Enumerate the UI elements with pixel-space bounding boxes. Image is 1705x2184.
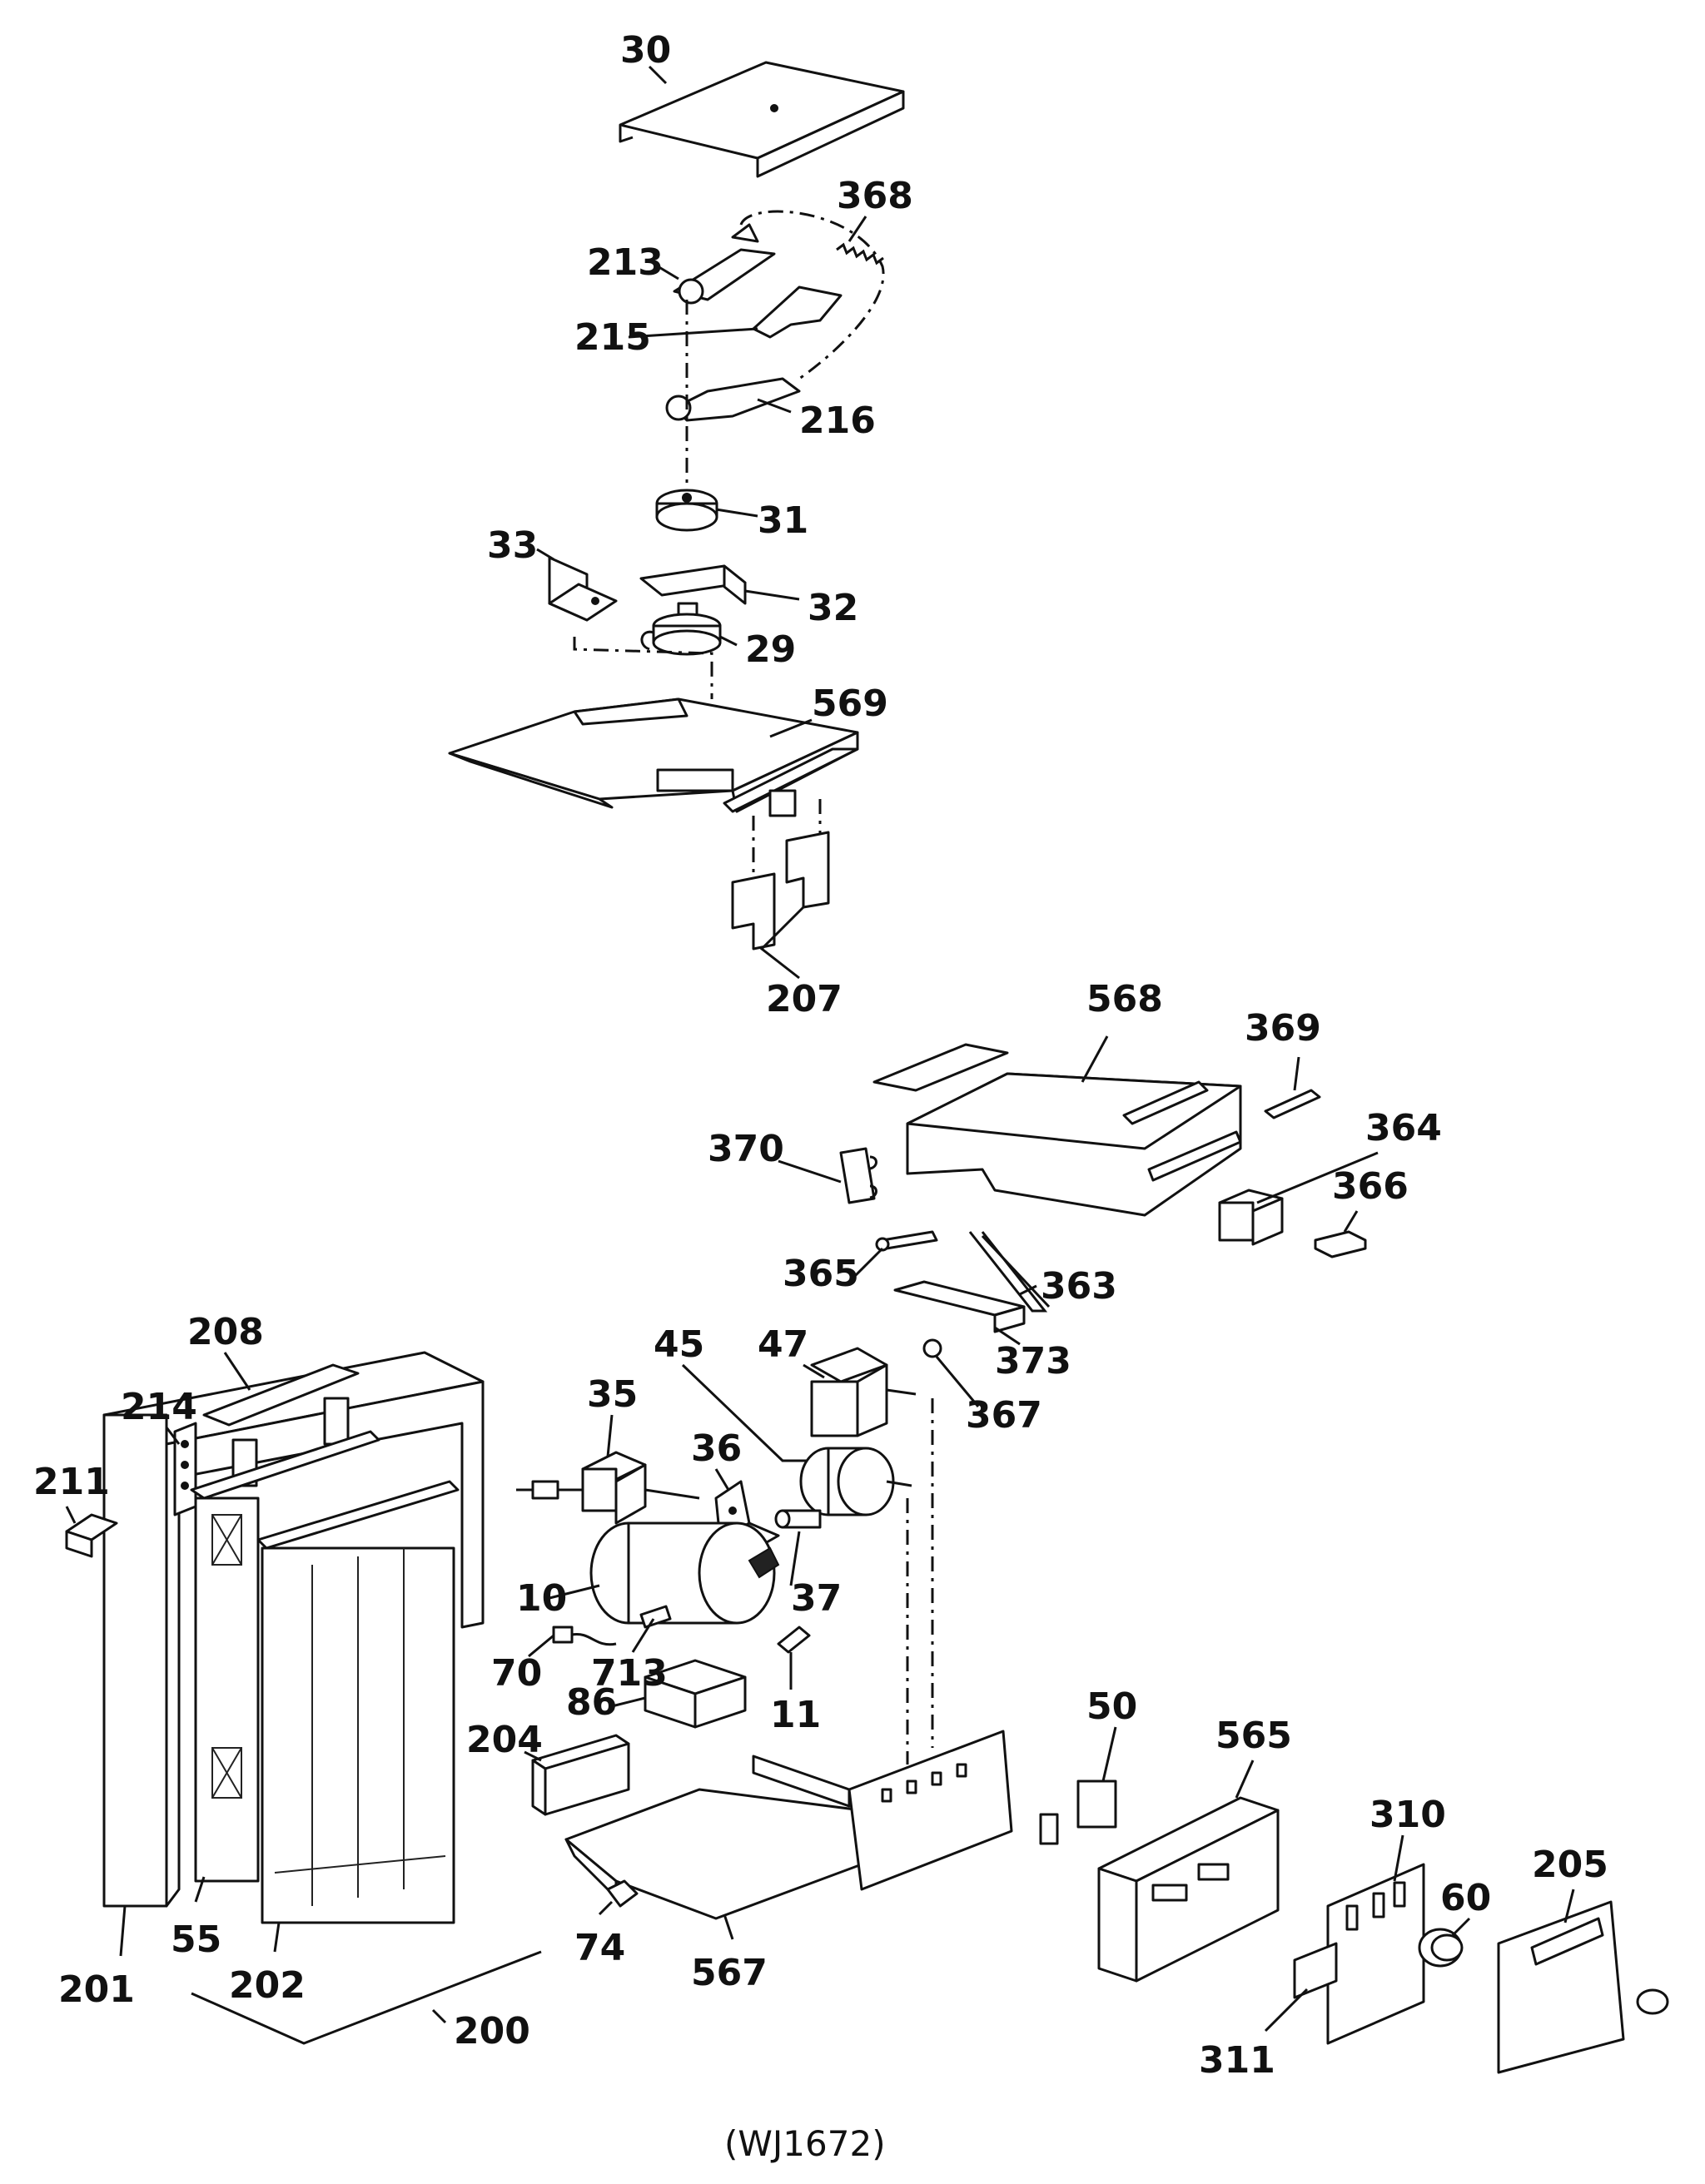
part-86-relay — [644, 1659, 747, 1729]
part-368-spring — [836, 242, 884, 266]
callout-32: 32 — [808, 587, 858, 629]
callout-567: 567 — [691, 1952, 768, 1994]
callout-leaders — [65, 65, 1575, 2033]
part-74-clip — [606, 1879, 639, 1908]
part-207-brackets — [731, 831, 830, 951]
callout-labels: 30 368 213 215 216 31 33 32 29 569 207 5… — [33, 29, 1608, 2082]
callout-74: 74 — [574, 1927, 625, 1969]
callout-37: 37 — [791, 1577, 842, 1620]
part-364-box — [1218, 1189, 1284, 1246]
part-216-lever — [665, 377, 801, 422]
part-310-overlay — [1326, 1863, 1425, 2045]
callout-45: 45 — [654, 1323, 704, 1366]
callout-215: 215 — [574, 316, 651, 359]
callout-11: 11 — [770, 1694, 821, 1736]
part-363-spring-arm — [968, 1231, 1051, 1313]
callout-310: 310 — [1369, 1794, 1446, 1836]
callout-366: 366 — [1332, 1165, 1409, 1208]
callout-370: 370 — [708, 1128, 784, 1170]
callout-204: 204 — [466, 1719, 543, 1761]
callout-205: 205 — [1532, 1844, 1608, 1886]
part-205-door — [1497, 1900, 1669, 2074]
callout-35: 35 — [587, 1373, 638, 1416]
callout-202: 202 — [229, 1964, 306, 2007]
part-311-label — [1293, 1942, 1338, 1999]
callout-55: 55 — [171, 1918, 221, 1961]
part-37-capacitor — [774, 1509, 822, 1529]
callout-213: 213 — [587, 241, 664, 284]
diagram-code: (WJ1672) — [724, 2123, 886, 2164]
callout-367: 367 — [966, 1394, 1042, 1437]
part-33-bracket — [548, 556, 618, 622]
callout-36: 36 — [691, 1427, 742, 1470]
part-35-transformer — [516, 1451, 700, 1525]
callout-201: 201 — [58, 1968, 135, 2011]
part-202-front-grille — [256, 1480, 460, 1924]
bracket-dash-line — [573, 637, 713, 699]
callout-373: 373 — [995, 1340, 1071, 1382]
part-369-rod — [1264, 1089, 1321, 1119]
callout-29: 29 — [745, 628, 796, 671]
callout-368: 368 — [837, 175, 913, 217]
part-60-knob — [1418, 1928, 1464, 1968]
part-32-bracket — [639, 564, 747, 622]
part-29-motor — [640, 613, 722, 656]
part-213-lever — [673, 223, 776, 305]
part-31-cam — [655, 489, 718, 532]
part-366-clip — [1314, 1230, 1367, 1258]
part-45-motor — [799, 1447, 912, 1516]
callout-208: 208 — [187, 1311, 264, 1353]
part-565-panel — [1097, 1796, 1280, 1983]
callout-47: 47 — [758, 1323, 808, 1366]
callout-211: 211 — [33, 1461, 110, 1503]
callout-31: 31 — [758, 499, 808, 542]
part-30-top-cover — [619, 61, 905, 178]
part-569-tray — [448, 697, 859, 817]
callout-70: 70 — [491, 1652, 542, 1695]
callout-365: 365 — [783, 1253, 859, 1295]
part-365-pin — [875, 1230, 938, 1252]
callout-30: 30 — [620, 29, 671, 72]
callout-214: 214 — [121, 1386, 197, 1428]
part-50-switch — [1039, 1779, 1117, 1845]
part-214-strip — [173, 1422, 197, 1516]
callout-50: 50 — [1086, 1685, 1137, 1728]
callout-207: 207 — [766, 978, 843, 1020]
part-10-compressor — [589, 1521, 780, 1625]
part-215-bracket — [752, 285, 843, 339]
callout-33: 33 — [487, 524, 538, 567]
part-11-fuse — [777, 1626, 811, 1654]
part-567-base — [564, 1730, 1013, 1920]
callout-713: 713 — [591, 1652, 668, 1695]
callout-565: 565 — [1215, 1715, 1292, 1757]
part-568-housing — [872, 1043, 1242, 1217]
part-367-screw — [922, 1338, 942, 1358]
callout-369: 369 — [1245, 1007, 1321, 1050]
part-204-rail — [531, 1734, 630, 1816]
part-70-connector — [552, 1626, 617, 1646]
callout-200: 200 — [454, 2010, 530, 2052]
part-370-plate — [839, 1147, 877, 1204]
callout-10: 10 — [516, 1577, 567, 1620]
callout-60: 60 — [1440, 1877, 1491, 1919]
callout-568: 568 — [1086, 978, 1163, 1020]
part-373-bracket — [893, 1280, 1026, 1333]
callout-364: 364 — [1365, 1107, 1442, 1149]
linkage-dash-line — [739, 210, 885, 380]
part-47-switch — [810, 1347, 917, 1437]
bracket-200-line — [191, 1950, 542, 2045]
callout-86: 86 — [566, 1681, 617, 1724]
callout-363: 363 — [1041, 1265, 1117, 1308]
part-211-clip — [65, 1513, 118, 1558]
part-55-filter — [190, 1430, 380, 1883]
callout-569: 569 — [812, 682, 888, 725]
part-713-strap — [639, 1605, 672, 1629]
callout-311: 311 — [1199, 2039, 1275, 2082]
callout-216: 216 — [799, 400, 876, 442]
